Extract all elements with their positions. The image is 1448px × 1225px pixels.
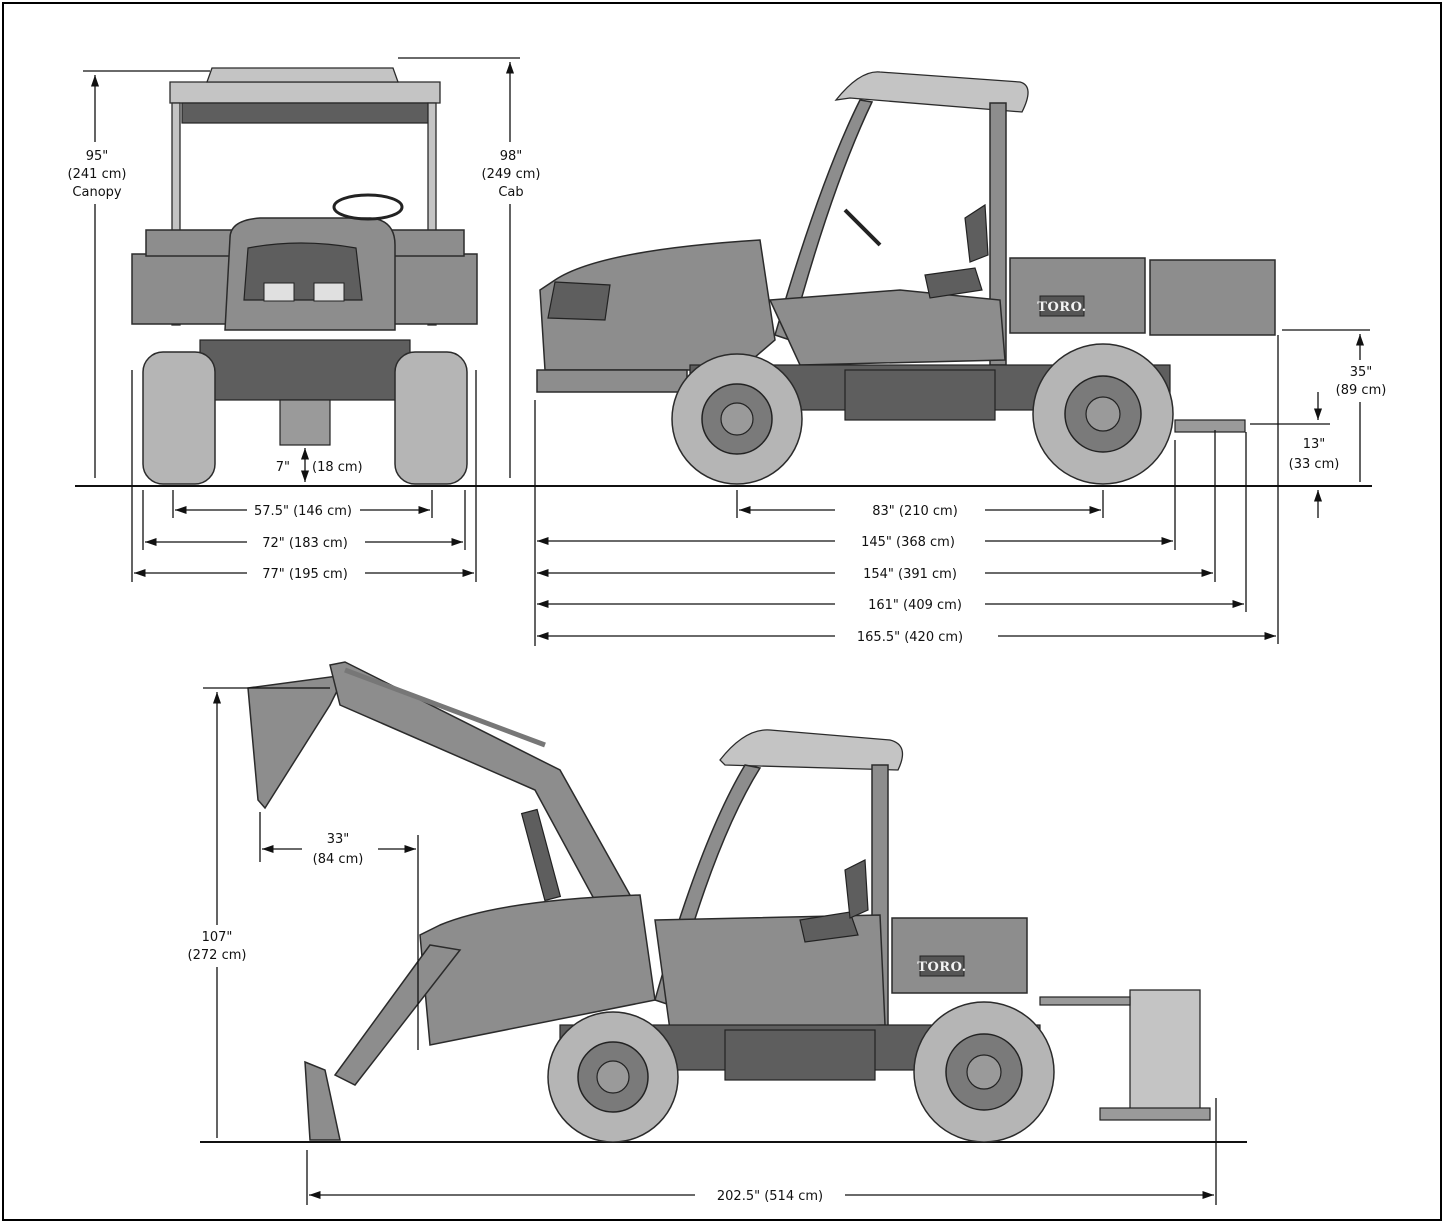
dim-loader-reach-cm: (84 cm): [313, 852, 364, 867]
loader-boom-arm: [329, 661, 632, 911]
side-canopy-roof: [834, 71, 1029, 113]
side-front-hub: [720, 402, 754, 436]
front-chassis: [199, 339, 411, 401]
side-view: TORO.: [530, 71, 1372, 487]
dim-width-77: 77" (195 cm): [262, 567, 348, 582]
loader-canopy-roof: [719, 729, 904, 771]
front-dimensions: 95" (241 cm) Canopy 98" (249 cm) Cab 7" …: [68, 57, 541, 582]
front-tire-right: [394, 351, 468, 485]
front-headlight-left: [263, 282, 295, 302]
dim-length-161: 161" (409 cm): [868, 598, 962, 613]
loader-tilt-cylinder: [344, 667, 546, 748]
dim-cab-height-cm: (249 cm): [482, 167, 541, 182]
loader-seat-back: [844, 859, 869, 919]
front-view: [75, 67, 530, 487]
loader-seat: [799, 911, 859, 943]
loader-dimensions: 107" (272 cm) 33" (84 cm) 202.5" (514 cm…: [180, 687, 1217, 1205]
loader-front-arm: [333, 944, 462, 1086]
side-dimensions: 83" (210 cm) 145" (368 cm) 154" (391 cm)…: [534, 329, 1392, 646]
side-steering-wheel: [843, 208, 882, 247]
side-headlight: [547, 281, 611, 321]
loader-counterweight-base: [1099, 1107, 1211, 1121]
dim-loader-length: 202.5" (514 cm): [717, 1189, 823, 1204]
dim-bed-height-cm: (89 cm): [1336, 383, 1387, 398]
front-headlight-right: [313, 282, 345, 302]
front-steering-wheel: [332, 193, 404, 221]
side-seat-back: [964, 203, 989, 263]
loader-bucket: [247, 674, 347, 810]
side-body: [768, 289, 1006, 366]
front-canopy-post-left: [171, 102, 181, 326]
dim-loader-reach-in: 33": [327, 832, 350, 847]
dim-loader-height-in: 107": [202, 930, 233, 945]
loader-lower-bucket: [304, 1060, 341, 1141]
dim-wheelbase: 83" (210 cm): [872, 504, 958, 519]
loader-rear-hub: [966, 1054, 1002, 1090]
dim-length-165: 165.5" (420 cm): [857, 630, 963, 645]
loader-counterweight: [1129, 989, 1201, 1111]
dim-canopy-height-cm: (241 cm): [68, 167, 127, 182]
loader-top-link: [1039, 996, 1131, 1006]
side-bed-logo-text: TORO.: [1037, 300, 1086, 315]
side-bed-logo: [1039, 295, 1085, 317]
dim-front-track: 57.5" (146 cm): [254, 504, 352, 519]
front-tire-left: [142, 351, 216, 485]
front-canopy-band: [181, 102, 429, 124]
loader-lift-cylinder: [520, 808, 562, 902]
dim-bed-height-in: 35": [1350, 365, 1373, 380]
loader-bed-logo: [919, 955, 965, 977]
side-fuel-tank: [844, 369, 996, 421]
side-rear-hub: [1085, 396, 1121, 432]
dim-loader-height-cm: (272 cm): [188, 948, 247, 963]
dim-canopy-label: Canopy: [72, 185, 121, 200]
dim-clearance-in: 7": [276, 460, 290, 475]
side-tailgate: [1149, 259, 1276, 336]
dim-length-154: 154" (391 cm): [863, 567, 957, 582]
dim-hitch-height-in: 13": [1303, 437, 1326, 452]
dim-canopy-height-in: 95": [86, 149, 109, 164]
loader-view: TORO.: [200, 661, 1247, 1143]
side-seat: [924, 267, 983, 299]
dim-length-145: 145" (368 cm): [861, 535, 955, 550]
front-canopy-post-right: [427, 102, 437, 326]
dim-clearance-cm: (18 cm): [312, 460, 363, 475]
front-canopy-top: [206, 67, 399, 83]
dim-cab-height-in: 98": [500, 149, 523, 164]
side-front-bumper: [536, 369, 688, 393]
dim-width-72: 72" (183 cm): [262, 536, 348, 551]
front-axle-housing: [279, 399, 331, 446]
loader-hood: [419, 894, 656, 1046]
side-hood: [539, 239, 776, 371]
loader-front-hub: [596, 1060, 630, 1094]
front-canopy-roof: [169, 81, 441, 104]
dim-hitch-height-cm: (33 cm): [1289, 457, 1340, 472]
loader-bed-logo-text: TORO.: [917, 960, 966, 975]
side-hitch: [1174, 419, 1246, 433]
loader-fuel-tank: [724, 1029, 876, 1081]
dim-cab-label: Cab: [498, 185, 523, 200]
